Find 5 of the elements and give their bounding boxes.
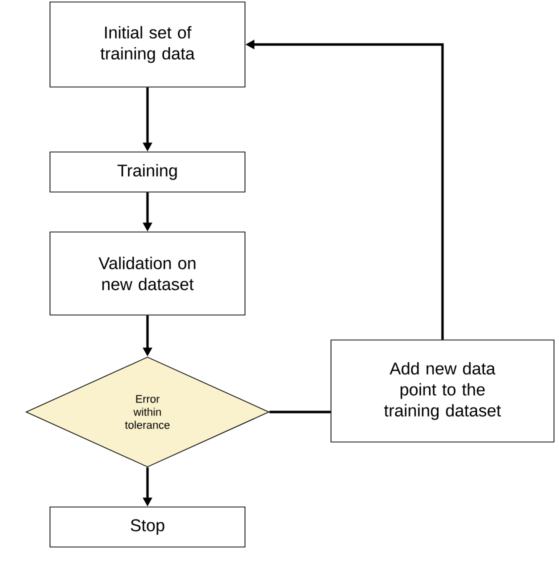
process-box: Initial set of training data [50,2,246,88]
process-box: Stop [50,506,246,548]
process-box: Add new data point to the training dataset [330,340,554,442]
process-box: Validation on new dataset [50,232,246,316]
process-box: Training [50,152,246,192]
